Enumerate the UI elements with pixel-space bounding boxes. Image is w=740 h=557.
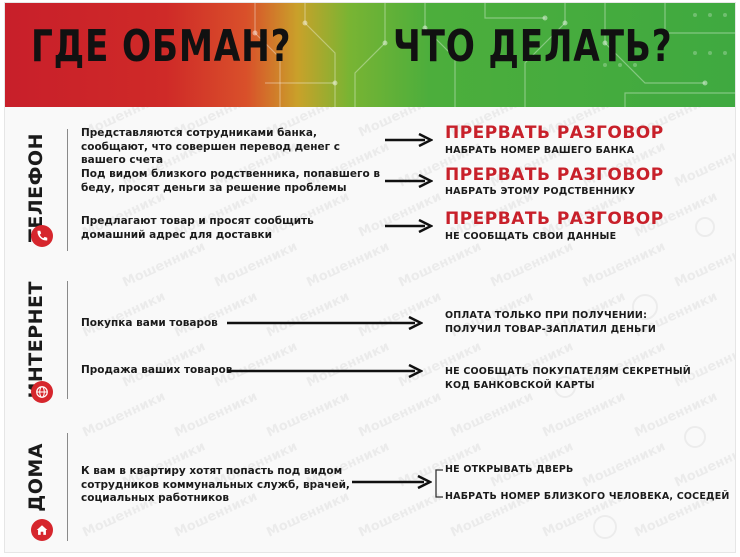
home-row-1-desc: К вам в квартиру хотят попасть под видом… (81, 465, 350, 504)
internet-row-2-action: НЕ СООБЩАТЬ ПОКУПАТЕЛЯМ СЕКРЕТНЫЙ КОД БА… (445, 366, 691, 391)
watermark-word: Мошенники (212, 239, 299, 290)
watermark-word: Мошенники (356, 389, 443, 440)
watermark-word: Мошенники (356, 289, 443, 340)
watermark-word: Мошенники (264, 389, 351, 440)
globe-icon (31, 381, 53, 403)
arrow-icon (227, 316, 423, 330)
arrow-icon (352, 475, 432, 489)
phone-side-label: ТЕЛЕФОН (23, 127, 61, 255)
internet-row-1-action: ОПЛАТА ТОЛЬКО ПРИ ПОЛУЧЕНИИ: ПОЛУЧИЛ ТОВ… (445, 310, 656, 335)
arrow-icon (385, 133, 433, 147)
home-row-1-action-1: НЕ ОТКРЫВАТЬ ДВЕРЬ (445, 464, 574, 475)
phone-row-1-action-sub: НАБРАТЬ НОМЕР ВАШЕГО БАНКА (445, 145, 635, 156)
phone-row-3-desc: Предлагают товар и просят сообщить домаш… (81, 215, 314, 241)
watermark-word: Мошенники (580, 439, 667, 490)
phone-row-2-action-title: ПРЕРВАТЬ РАЗГОВОР (445, 165, 664, 185)
watermark-word: Мошенники (632, 389, 719, 440)
circuit-pattern (252, 3, 735, 107)
watermark-word: Мошенники (672, 439, 736, 490)
watermark-word: Мошенники (172, 289, 259, 340)
arrow-icon (227, 364, 423, 378)
header-banner: ГДЕ ОБМАН? ЧТО ДЕЛАТЬ? (5, 3, 735, 107)
watermark-word: Мошенники (672, 139, 736, 190)
header-left-title: ГДЕ ОБМАН? (31, 21, 292, 72)
home-label: ДОМА (25, 443, 47, 512)
watermark-word: Мошенники (356, 489, 443, 540)
home-row-1-action-2: НАБРАТЬ НОМЕР БЛИЗКОГО ЧЕЛОВЕКА, СОСЕДЕЙ (445, 491, 730, 502)
phone-row-2-desc: Под видом близкого родственника, попавше… (81, 168, 380, 194)
arrow-icon (385, 174, 433, 188)
internet-section-border (67, 281, 68, 399)
watermark-word: Мошенники (80, 289, 167, 340)
watermark-word: Мошенники (264, 289, 351, 340)
phone-row-1-action-title: ПРЕРВАТЬ РАЗГОВОР (445, 123, 664, 143)
phone-row-3-action-sub: НЕ СООБЩАТЬ СВОИ ДАННЫЕ (445, 231, 617, 242)
phone-row-3-action-title: ПРЕРВАТЬ РАЗГОВОР (445, 209, 664, 229)
watermark-word: Мошенники (672, 239, 736, 290)
bracket-line (435, 469, 443, 498)
home-side-label: ДОМА (23, 431, 61, 545)
phone-section-border (67, 129, 68, 251)
phone-icon (31, 225, 53, 247)
watermark-word: Мошенники (488, 239, 575, 290)
watermark-word: Мошенники (540, 389, 627, 440)
phone-row-2-action-sub: НАБРАТЬ ЭТОМУ РОДСТВЕННИКУ (445, 186, 636, 197)
phone-row-1-desc: Представляются сотрудниками банка, сообщ… (81, 127, 341, 166)
house-icon (31, 519, 53, 541)
watermark-word: Мошенники (396, 239, 483, 290)
watermark-word: Мошенники (448, 389, 535, 440)
watermark-word: Мошенники (80, 389, 167, 440)
internet-row-1-desc: Покупка вами товаров (81, 317, 218, 329)
watermark-word: Мошенники (304, 239, 391, 290)
home-section-border (67, 433, 68, 541)
internet-side-label: ИНТЕРНЕТ (23, 279, 61, 403)
header-right-title: ЧТО ДЕЛАТЬ? (393, 21, 673, 72)
internet-row-2-desc: Продажа ваших товаров (81, 364, 233, 376)
watermark-word: Мошенники (172, 389, 259, 440)
arrow-icon (385, 219, 433, 233)
watermark-word: Мошенники (120, 239, 207, 290)
watermark-word: Мошенники (580, 239, 667, 290)
